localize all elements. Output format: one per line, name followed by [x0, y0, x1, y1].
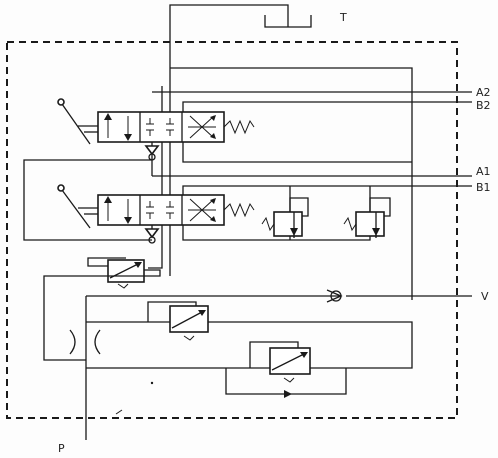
stray-mark-1 [150, 381, 154, 385]
bypass-check-arrow [284, 390, 292, 398]
main-relief-valve [147, 301, 209, 341]
left-loop-line [23, 159, 152, 241]
tank-port-symbol [264, 15, 312, 28]
lower-bus-line [86, 321, 413, 369]
port-line-b1 [182, 185, 472, 197]
pressure-compensator-valve [87, 257, 145, 289]
upper-lever-handle[interactable] [57, 98, 98, 145]
stray-mark-2 [115, 409, 123, 415]
flow-control-valve [249, 341, 311, 383]
v-check-valve [326, 289, 343, 303]
trunk-line-3 [148, 86, 163, 269]
label-a2: A2 [476, 86, 491, 99]
throttle-orifice [69, 329, 101, 355]
valve-block-boundary [6, 41, 458, 419]
lower-directional-valve [97, 194, 255, 226]
lower-lever-handle[interactable] [57, 184, 98, 229]
label-a1: A1 [476, 165, 491, 178]
upper-directional-valve [97, 111, 255, 143]
label-t: T [339, 11, 347, 24]
port-relief-valve-left [261, 197, 309, 238]
label-p: P [58, 442, 65, 455]
port-relief-valve-right [343, 197, 391, 238]
trunk-line-2 [170, 67, 413, 300]
label-b1: B1 [476, 181, 491, 194]
port-line-b2 [182, 101, 472, 116]
upper-check-valve [144, 142, 160, 161]
tank-line [169, 4, 289, 68]
work-line-b2-return [182, 140, 412, 163]
label-b2: B2 [476, 99, 491, 112]
inlet-loop-line [43, 269, 161, 361]
lower-check-valve [144, 225, 160, 244]
label-v: V [481, 290, 489, 303]
